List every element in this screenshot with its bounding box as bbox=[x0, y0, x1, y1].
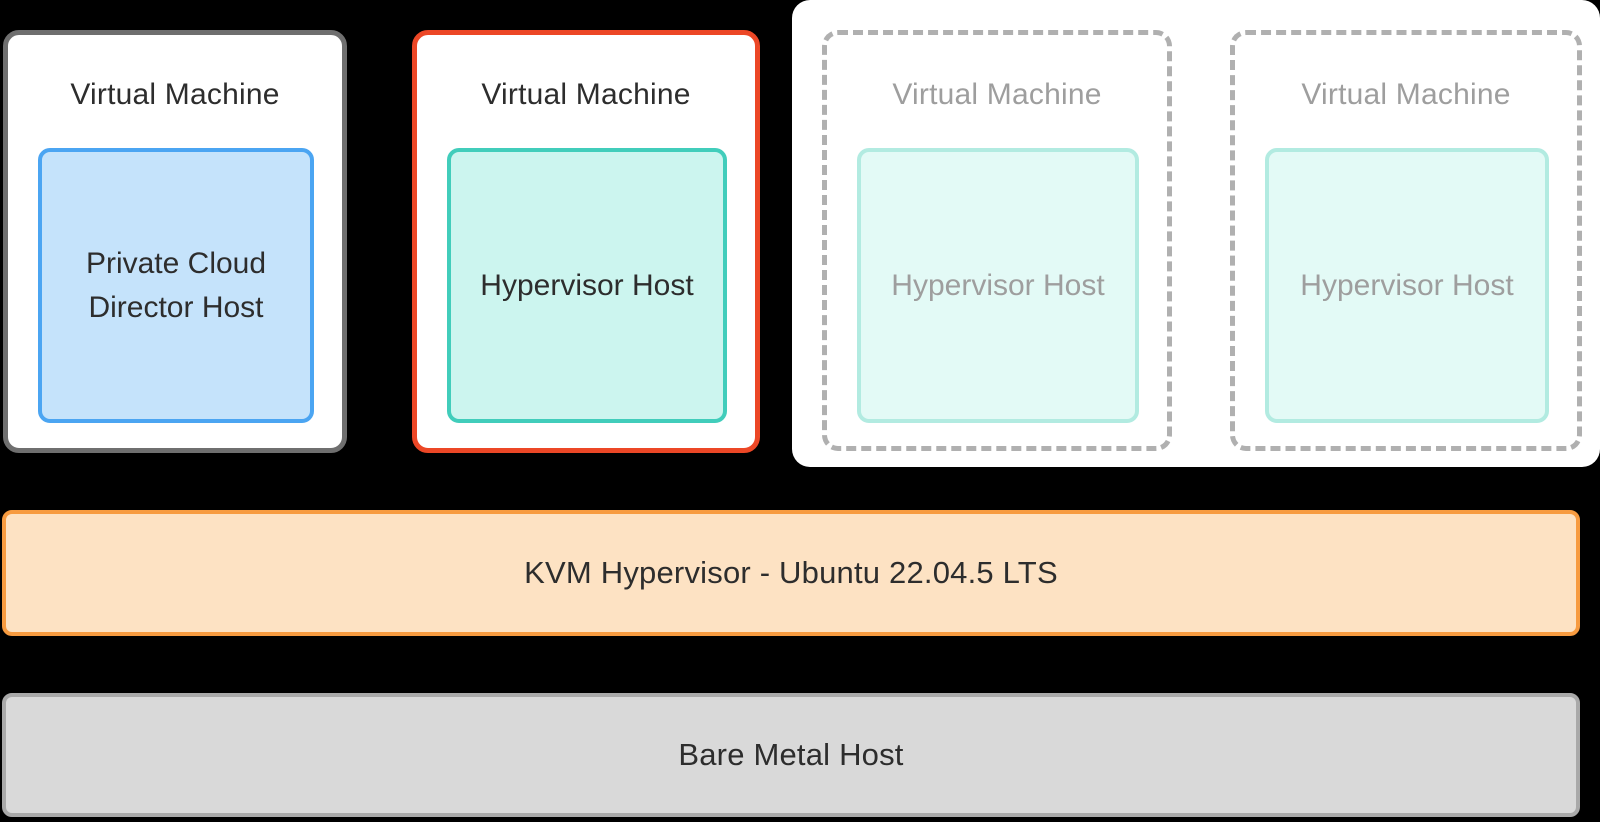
vm-box-pcd: Virtual Machine Private Cloud Director H… bbox=[3, 30, 347, 453]
vm-title: Virtual Machine bbox=[70, 78, 280, 111]
hypervisor-host-label: Hypervisor Host bbox=[891, 268, 1105, 302]
kvm-hypervisor-label: KVM Hypervisor - Ubuntu 22.04.5 LTS bbox=[524, 555, 1058, 590]
hypervisor-host-box-planned: Hypervisor Host bbox=[857, 148, 1139, 423]
bare-metal-label: Bare Metal Host bbox=[678, 737, 904, 772]
vm-title: Virtual Machine bbox=[1301, 78, 1511, 111]
hypervisor-host-box: Hypervisor Host bbox=[447, 148, 727, 423]
pcd-host-label: Private Cloud Director Host bbox=[85, 246, 267, 324]
hypervisor-host-label: Hypervisor Host bbox=[480, 268, 694, 302]
vm-box-hypervisor-planned-2: Virtual Machine Hypervisor Host bbox=[1230, 30, 1582, 451]
vm-box-hypervisor-planned-1: Virtual Machine Hypervisor Host bbox=[822, 30, 1172, 451]
hypervisor-host-box-planned: Hypervisor Host bbox=[1265, 148, 1549, 423]
bare-metal-layer: Bare Metal Host bbox=[2, 693, 1580, 817]
vm-box-hypervisor-1: Virtual Machine Hypervisor Host bbox=[412, 30, 760, 453]
vm-title: Virtual Machine bbox=[481, 78, 691, 111]
vm-title: Virtual Machine bbox=[892, 78, 1102, 111]
hypervisor-host-label: Hypervisor Host bbox=[1300, 268, 1514, 302]
pcd-host-box: Private Cloud Director Host bbox=[38, 148, 314, 423]
kvm-hypervisor-layer: KVM Hypervisor - Ubuntu 22.04.5 LTS bbox=[2, 510, 1580, 636]
